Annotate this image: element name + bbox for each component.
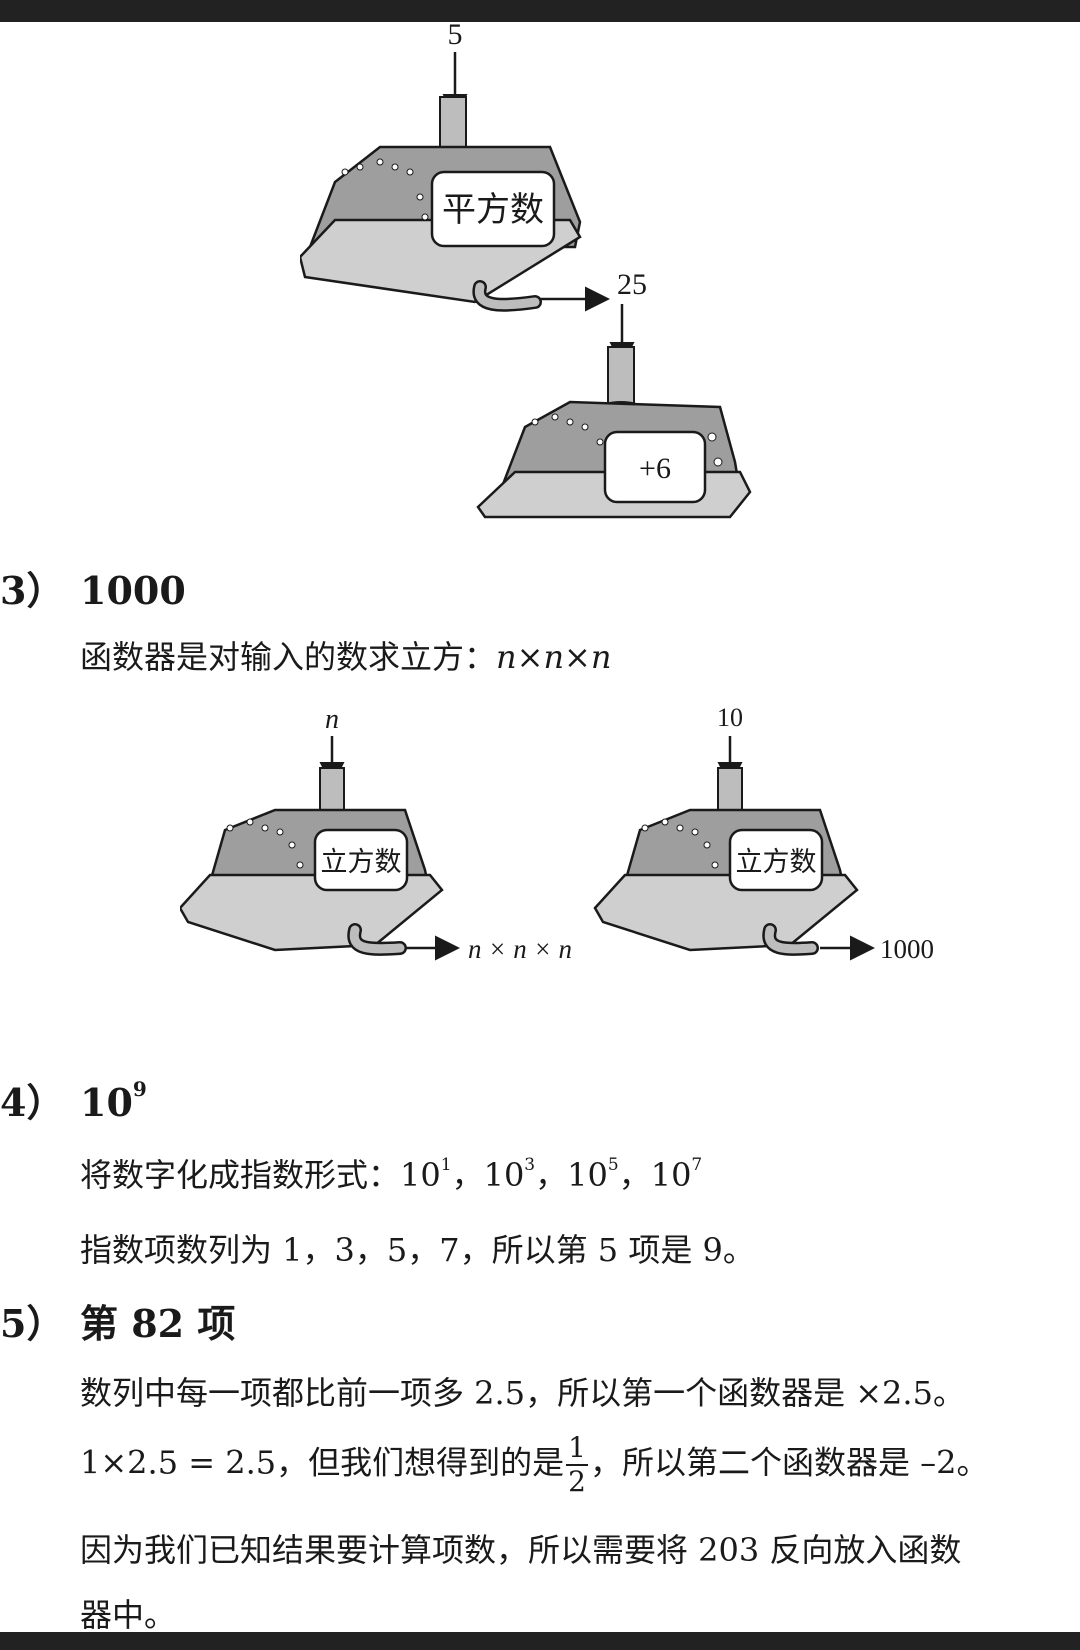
right-input: 10 (717, 703, 743, 732)
section5-line3: 因为我们已知结果要计算项数，所以需要将 203 反向放入函数 (80, 1531, 962, 1569)
power-base: 10 (650, 1156, 692, 1194)
section3-formula: n×n×n (496, 638, 612, 676)
section4-line1: 将数字化成指数形式：101，103，105，107 (80, 1150, 702, 1196)
bottom-bar (0, 1632, 1080, 1650)
machine2-label: +6 (639, 452, 671, 485)
section5-line2-prefix: 1×2.5 = 2.5，但我们想得到的是 (80, 1443, 565, 1482)
section5-number: 5） (0, 1301, 65, 1346)
section5-line1: 数列中每一项都比前一项多 2.5，所以第一个函数器是 ×2.5。 (80, 1374, 965, 1412)
function-machine-diagram-2: n 立方数 n × n × n 10 立方数 1000 (180, 703, 934, 964)
separator: ， (451, 1156, 484, 1194)
function-machine-diagram-1: 5 平方数 25 +6 (300, 22, 752, 519)
section4-answer-base: 10 (80, 1080, 133, 1125)
cube-machine-right: 立方数 (593, 767, 859, 956)
section3-heading: 3） 1000 (0, 560, 186, 615)
section5-answer: 第 82 项 (80, 1301, 236, 1346)
section5-line4: 器中。 (80, 1596, 177, 1634)
left-input: n (325, 704, 339, 735)
diagram1-input: 5 (448, 22, 463, 51)
power-exp: 7 (691, 1155, 703, 1175)
right-output: 1000 (880, 934, 934, 964)
left-output: n × n × n (468, 934, 572, 964)
power-base: 10 (567, 1156, 608, 1194)
top-bar (0, 0, 1080, 22)
section4-line2: 指数项数列为 1，3，5，7，所以第 5 项是 9。 (80, 1231, 755, 1269)
section3-explanation-text: 函数器是对输入的数求立方： (80, 638, 497, 676)
power-base: 10 (483, 1156, 525, 1194)
separator: ， (535, 1156, 568, 1194)
power-exp: 3 (524, 1155, 536, 1175)
separator: ， (618, 1156, 651, 1194)
section4-number: 4） (0, 1080, 65, 1125)
diagram1-intermediate: 25 (617, 268, 647, 301)
fraction-numerator: 1 (566, 1431, 588, 1466)
section3-explanation: 函数器是对输入的数求立方：n×n×n (80, 632, 611, 678)
function-machine-2: +6 (476, 346, 752, 519)
section3-answer: 1000 (80, 568, 186, 613)
section4-answer-exp: 9 (132, 1077, 147, 1101)
section4-heading: 4） 109 (0, 1072, 147, 1127)
fraction-denominator: 2 (568, 1465, 586, 1498)
function-machine-1: 平方数 (300, 96, 582, 312)
section5-heading: 5） 第 82 项 (0, 1293, 235, 1348)
section5-line2-suffix: ，所以第二个函数器是 –2。 (589, 1443, 989, 1482)
section3-number: 3） (0, 568, 65, 613)
power-exp: 1 (440, 1155, 452, 1175)
section4-line1-prefix: 将数字化成指数形式： (80, 1156, 401, 1194)
right-machine-label: 立方数 (736, 847, 817, 877)
power-exp: 5 (607, 1155, 619, 1175)
left-machine-label: 立方数 (321, 847, 402, 877)
power-base: 10 (400, 1156, 441, 1194)
cube-machine-left: 立方数 (180, 767, 444, 956)
machine1-label: 平方数 (442, 191, 544, 229)
